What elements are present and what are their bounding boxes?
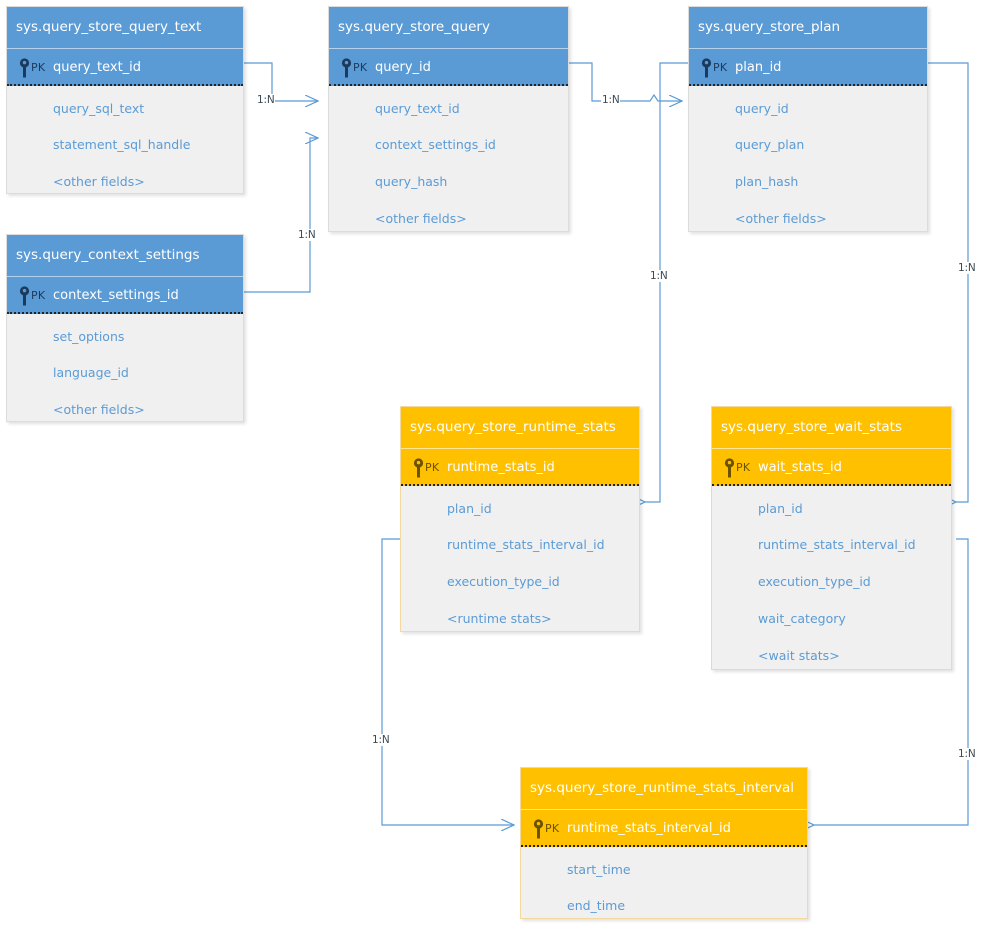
entity-query-store-wait-stats[interactable]: sys.query_store_wait_stats PK wait_stats… <box>711 406 952 670</box>
entity-fields: query_sql_text statement_sql_handle <oth… <box>7 86 243 200</box>
entity-query-context-settings[interactable]: sys.query_context_settings PK context_se… <box>6 234 244 422</box>
field-row[interactable]: runtime_stats_interval_id <box>758 537 916 552</box>
primary-key-icon <box>533 819 544 839</box>
cardinality-label-r5: 1:N <box>957 262 977 274</box>
entity-query-store-plan[interactable]: sys.query_store_plan PK plan_id query_id… <box>688 6 928 232</box>
entity-fields: query_text_id context_settings_id query_… <box>329 86 568 237</box>
pk-tag: PK <box>425 461 440 474</box>
field-row[interactable]: execution_type_id <box>758 574 871 589</box>
field-row[interactable]: context_settings_id <box>375 137 496 152</box>
pk-tag: PK <box>736 461 751 474</box>
primary-key-icon <box>413 458 424 478</box>
entity-title: sys.query_store_wait_stats <box>712 407 951 448</box>
field-row[interactable]: execution_type_id <box>447 574 560 589</box>
pk-field-name: wait_stats_id <box>758 460 842 475</box>
entity-title: sys.query_context_settings <box>7 235 243 276</box>
entity-title: sys.query_store_query <box>329 7 568 48</box>
cardinality-label-r1: 1:N <box>256 94 276 106</box>
cardinality-label-r7: 1:N <box>957 748 977 760</box>
entity-pk-row[interactable]: PK plan_id <box>689 48 927 86</box>
field-row[interactable]: <runtime stats> <box>447 611 552 626</box>
field-row[interactable]: language_id <box>53 365 129 380</box>
field-row[interactable]: plan_hash <box>735 174 799 189</box>
field-row[interactable]: query_plan <box>735 137 805 152</box>
pk-field-name: runtime_stats_id <box>447 460 555 475</box>
cardinality-label-r2: 1:N <box>297 229 317 241</box>
entity-query-store-query-text[interactable]: sys.query_store_query_text PK query_text… <box>6 6 244 194</box>
pk-field-name: runtime_stats_interval_id <box>567 821 731 836</box>
entity-pk-row[interactable]: PK runtime_stats_interval_id <box>521 809 807 847</box>
field-row[interactable]: query_id <box>735 101 789 116</box>
entity-query-store-runtime-stats[interactable]: sys.query_store_runtime_stats PK runtime… <box>400 406 640 632</box>
pk-field-name: query_id <box>375 60 431 75</box>
field-row[interactable]: <other fields> <box>53 174 145 189</box>
primary-key-icon <box>724 458 735 478</box>
pk-tag: PK <box>353 61 368 74</box>
entity-title: sys.query_store_plan <box>689 7 927 48</box>
pk-field-name: query_text_id <box>53 60 142 75</box>
field-row[interactable]: end_time <box>567 898 626 913</box>
entity-fields: set_options language_id <other fields> <box>7 314 243 428</box>
entity-fields: plan_id runtime_stats_interval_id execut… <box>712 486 951 674</box>
field-row[interactable]: set_options <box>53 329 125 344</box>
primary-key-icon <box>19 286 30 306</box>
entity-query-store-query[interactable]: sys.query_store_query PK query_id query_… <box>328 6 569 232</box>
field-row[interactable]: <other fields> <box>735 211 827 226</box>
entity-title: sys.query_store_runtime_stats_interval <box>521 768 807 809</box>
pk-field-name: context_settings_id <box>53 288 179 303</box>
field-row[interactable]: <other fields> <box>53 402 145 417</box>
entity-pk-row[interactable]: PK wait_stats_id <box>712 448 951 486</box>
field-row[interactable]: plan_id <box>758 501 803 516</box>
field-row[interactable]: wait_category <box>758 611 846 626</box>
field-row[interactable]: runtime_stats_interval_id <box>447 537 605 552</box>
entity-fields: plan_id runtime_stats_interval_id execut… <box>401 486 639 637</box>
entity-title: sys.query_store_runtime_stats <box>401 407 639 448</box>
field-row[interactable]: query_sql_text <box>53 101 145 116</box>
pk-tag: PK <box>31 289 46 302</box>
field-row[interactable]: query_hash <box>375 174 448 189</box>
field-row[interactable]: <wait stats> <box>758 648 840 663</box>
cardinality-label-r4: 1:N <box>649 270 669 282</box>
pk-tag: PK <box>31 61 46 74</box>
cardinality-label-r6: 1:N <box>371 734 391 746</box>
primary-key-icon <box>701 58 712 78</box>
entity-query-store-runtime-stats-interval[interactable]: sys.query_store_runtime_stats_interval P… <box>520 767 808 919</box>
entity-pk-row[interactable]: PK query_id <box>329 48 568 86</box>
field-row[interactable]: start_time <box>567 862 631 877</box>
cardinality-label-r3: 1:N <box>601 94 621 106</box>
field-row[interactable]: statement_sql_handle <box>53 137 191 152</box>
field-row[interactable]: <other fields> <box>375 211 467 226</box>
entity-pk-row[interactable]: PK runtime_stats_id <box>401 448 639 486</box>
primary-key-icon <box>341 58 352 78</box>
pk-tag: PK <box>545 822 560 835</box>
field-row[interactable]: query_text_id <box>375 101 460 116</box>
field-row[interactable]: plan_id <box>447 501 492 516</box>
entity-pk-row[interactable]: PK context_settings_id <box>7 276 243 314</box>
entity-pk-row[interactable]: PK query_text_id <box>7 48 243 86</box>
pk-field-name: plan_id <box>735 60 782 75</box>
entity-fields: query_id query_plan plan_hash <other fie… <box>689 86 927 237</box>
primary-key-icon <box>19 58 30 78</box>
entity-fields: start_time end_time <box>521 847 807 924</box>
pk-tag: PK <box>713 61 728 74</box>
entity-title: sys.query_store_query_text <box>7 7 243 48</box>
